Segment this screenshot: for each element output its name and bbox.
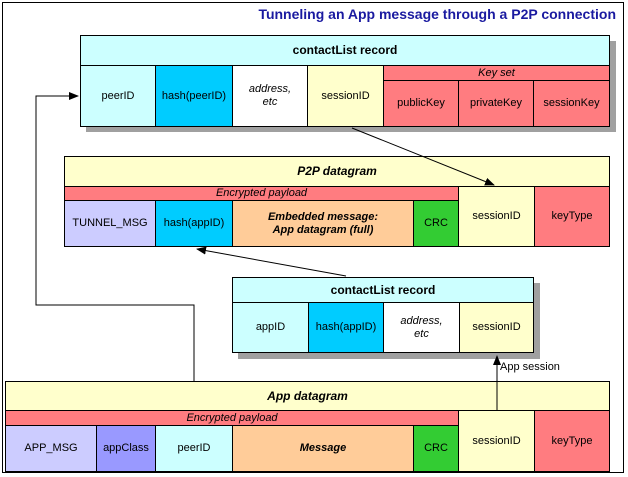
contact-mid-sessionid: sessionID bbox=[459, 302, 534, 353]
contact-mid-appid: appID bbox=[232, 302, 309, 353]
contact-top-sessionkey: sessionKey bbox=[533, 80, 610, 127]
contact-top-address: address, etc bbox=[232, 65, 308, 127]
contact-mid-address: address, etc bbox=[383, 302, 460, 353]
contact-top-sessionid: sessionID bbox=[307, 65, 384, 127]
contact-top-hash-peerid: hash(peerID) bbox=[155, 65, 233, 127]
contact-mid-hash-appid: hash(appID) bbox=[308, 302, 384, 353]
contact-top-publickey: publicKey bbox=[383, 80, 459, 127]
p2p-sessionid: sessionID bbox=[458, 186, 535, 247]
p2p-hash-appid: hash(appID) bbox=[155, 200, 233, 247]
p2p-crc: CRC bbox=[413, 200, 459, 247]
sessionid-link-arrow bbox=[351, 127, 495, 186]
contact-mid-header: contactList record bbox=[232, 277, 534, 303]
contact-top-peerid: peerID bbox=[80, 65, 156, 127]
app-appclass: appClass bbox=[96, 425, 156, 472]
app-crc: CRC bbox=[413, 425, 459, 472]
contact-top-privatekey: privateKey bbox=[458, 80, 534, 127]
app-app-msg: APP_MSG bbox=[5, 425, 97, 472]
diagram-title: Tunneling an App message through a P2P c… bbox=[258, 6, 616, 22]
hash-appid-link-arrow bbox=[196, 246, 347, 277]
p2p-embedded-message: Embedded message: App datagram (full) bbox=[232, 200, 414, 247]
app-sessionid: sessionID bbox=[458, 410, 535, 472]
app-peerid: peerID bbox=[155, 425, 233, 472]
app-keytype: keyType bbox=[534, 410, 610, 472]
diagram-frame bbox=[2, 2, 624, 473]
p2p-keytype: keyType bbox=[534, 186, 610, 247]
peerid-link-arrow bbox=[35, 92, 195, 381]
app-session-label: App session bbox=[500, 361, 560, 373]
